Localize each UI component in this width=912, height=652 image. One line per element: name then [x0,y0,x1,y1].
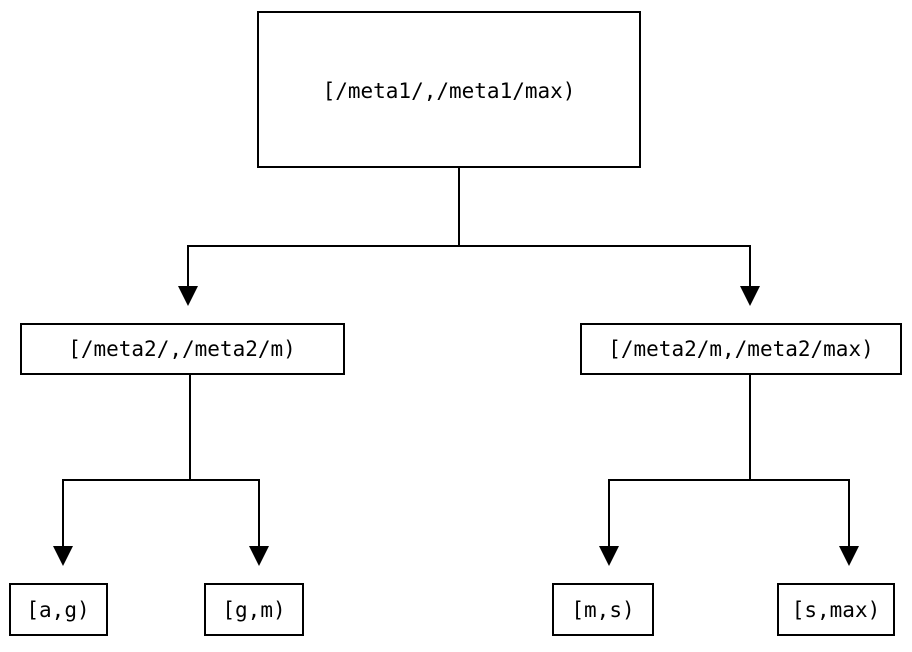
edge-midright-to-leaves-group [599,374,859,566]
node-root-box[interactable] [256,10,642,169]
node-leaf-a-g-label: [a,g) [26,598,89,622]
node-leaf-m-s[interactable]: [m,s) [551,582,655,637]
node-root-label: [/meta1/,/meta1/max) [323,79,576,103]
node-mid-right-box[interactable] [579,322,903,376]
node-leaf-m-s-box[interactable] [551,582,655,637]
node-leaf-s-max[interactable]: [s,max) [776,582,896,637]
arrow-head-to-mid-right [740,286,760,306]
arrow-head-to-leaf-smax [839,546,859,566]
node-leaf-m-s-label: [m,s) [571,598,634,622]
node-mid-left-label: [/meta2/,/meta2/m) [68,337,296,361]
node-leaf-s-max-label: [s,max) [792,598,881,622]
arrow-head-to-mid-left [178,286,198,306]
node-mid-left-box[interactable] [19,322,346,376]
node-leaf-s-max-box[interactable] [776,582,896,637]
node-mid-left[interactable]: [/meta2/,/meta2/m) [19,322,346,376]
arrow-head-to-leaf-ms [599,546,619,566]
node-mid-right[interactable]: [/meta2/m,/meta2/max) [579,322,903,376]
node-leaf-a-g-box[interactable] [8,582,109,637]
node-leaf-g-m[interactable]: [g,m) [203,582,305,637]
edge-root-to-mid-group [178,167,760,306]
node-leaf-a-g[interactable]: [a,g) [8,582,109,637]
node-leaf-g-m-label: [g,m) [222,598,285,622]
node-root[interactable]: [/meta1/,/meta1/max) [256,10,642,169]
arrow-head-to-leaf-gm [249,546,269,566]
node-mid-right-label: [/meta2/m,/meta2/max) [608,337,874,361]
edge-midleft-to-leaves-group [53,374,269,566]
arrow-head-to-leaf-ag [53,546,73,566]
node-leaf-g-m-box[interactable] [203,582,305,637]
